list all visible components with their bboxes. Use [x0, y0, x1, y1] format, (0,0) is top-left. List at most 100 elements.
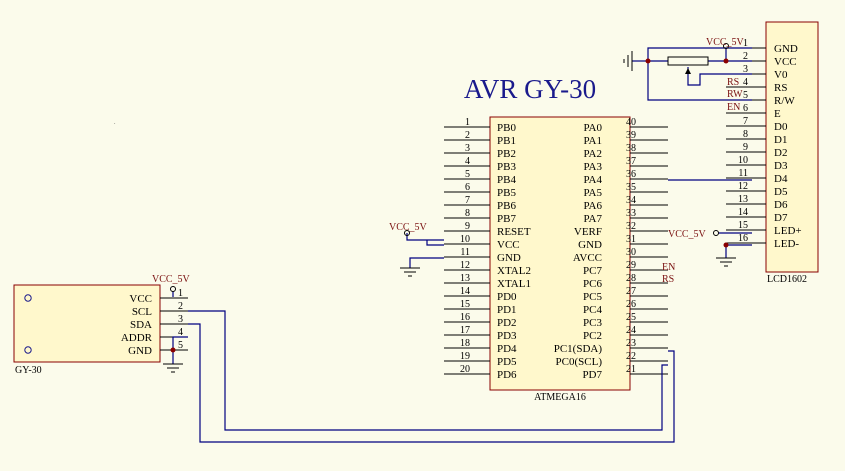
pin-name: PB6	[497, 200, 516, 212]
pin-number: 35	[626, 182, 636, 193]
pin-number: 15	[460, 299, 470, 310]
power-port-icon	[404, 230, 410, 236]
pin-name: PB4	[497, 174, 516, 186]
net-label-rw-lcd: RW	[727, 89, 743, 100]
lcd-pin-14[interactable]: 14 D7	[726, 207, 788, 224]
pin-name: D2	[774, 147, 787, 159]
pin-name: PB0	[497, 122, 516, 134]
power-port-icon	[170, 286, 176, 292]
pin-number: 1	[178, 288, 183, 299]
pin-name: R/W	[774, 95, 795, 107]
pin-name: PC6	[583, 278, 602, 290]
pin-name: GND	[578, 239, 602, 251]
pin-number: 17	[460, 325, 470, 336]
pin-number: 32	[626, 221, 636, 232]
wire-atmega-gnd	[409, 257, 444, 268]
pin-number: 21	[626, 364, 636, 375]
pin-name: PD1	[497, 304, 517, 316]
pin-name: VCC	[774, 56, 797, 68]
pin-number: 13	[460, 273, 470, 284]
schematic-title: AVR GY-30	[464, 74, 596, 104]
pin-number: 14	[460, 286, 470, 297]
pin-name: PC1(SDA)	[554, 343, 603, 355]
pin-number: 14	[738, 207, 748, 218]
atmega-pin-38[interactable]: 38 PA2	[583, 143, 668, 160]
pin-name: PA2	[583, 148, 602, 160]
pin-number: 38	[626, 143, 636, 154]
ground-icon	[716, 257, 736, 267]
pin-number: 11	[738, 168, 748, 179]
pin-number: 26	[626, 299, 636, 310]
pin-name: PB1	[497, 135, 516, 147]
wire-reset-vcc	[426, 240, 444, 246]
atmega-pin-15[interactable]: 15 PD1	[444, 299, 517, 316]
pin-number: 5	[465, 169, 470, 180]
net-label-rs-lcd: RS	[727, 77, 739, 88]
potentiometer-icon[interactable]	[667, 56, 709, 66]
wire-led-minus	[725, 244, 752, 258]
pin-number: 8	[465, 208, 470, 219]
pin-name: D7	[774, 212, 788, 224]
atmega-pin-5[interactable]: 5 PB4	[444, 169, 516, 186]
pin-name: D5	[774, 186, 788, 198]
pin-name: XTAL2	[497, 265, 531, 277]
pin-name: PD2	[497, 317, 517, 329]
pin-name: VCC	[497, 239, 520, 251]
wire-sda	[188, 323, 675, 443]
